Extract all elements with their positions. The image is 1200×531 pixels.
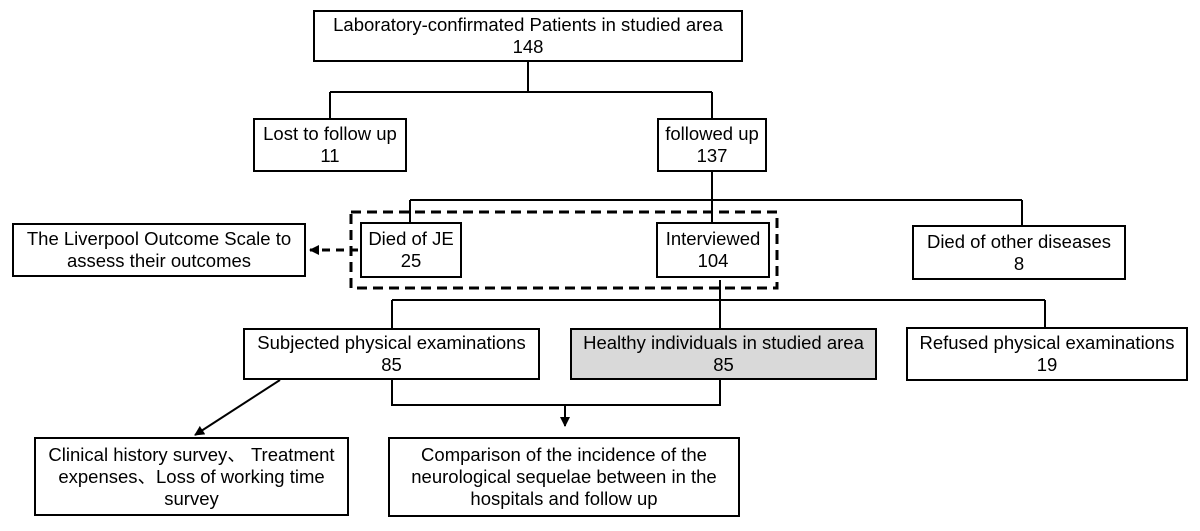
died-other-title: Died of other diseases	[926, 230, 1112, 252]
refused-exam-count: 19	[1036, 354, 1058, 375]
liverpool-scale-node: The Liverpool Outcome Scale to assess th…	[12, 223, 306, 277]
healthy-individuals-count: 85	[713, 354, 734, 375]
lost-follow-up-count: 11	[320, 145, 340, 166]
subjected-exam-node: Subjected physical examinations 85	[243, 328, 540, 380]
died-je-title: Died of JE	[368, 228, 454, 249]
healthy-individuals-title: Healthy individuals in studied area	[583, 332, 864, 353]
interviewed-count: 104	[697, 250, 729, 271]
arrow-to-clinical-history	[194, 379, 281, 436]
interviewed-node: Interviewed 104	[656, 222, 770, 278]
lab-confirmed-count: 148	[512, 36, 544, 57]
clinical-history-text: Clinical history survey、 Treatment expen…	[48, 443, 335, 509]
died-je-count: 25	[400, 250, 422, 271]
died-other-node: Died of other diseases 8	[912, 225, 1126, 280]
died-other-count: 8	[1013, 252, 1025, 274]
followed-up-count: 137	[696, 145, 728, 166]
clinical-history-node: Clinical history survey、 Treatment expen…	[34, 437, 349, 516]
liverpool-scale-text: The Liverpool Outcome Scale to assess th…	[26, 228, 292, 271]
healthy-individuals-node: Healthy individuals in studied area 85	[570, 328, 877, 380]
died-je-node: Died of JE 25	[360, 222, 462, 278]
connector-comparison-bracket	[391, 380, 721, 406]
followed-up-title: followed up	[665, 123, 759, 144]
refused-exam-node: Refused physical examinations 19	[906, 327, 1188, 381]
lab-confirmed-node: Laboratory-confirmated Patients in studi…	[313, 10, 743, 62]
lab-confirmed-title: Laboratory-confirmated Patients in studi…	[333, 14, 723, 35]
refused-exam-title: Refused physical examinations	[919, 332, 1175, 353]
followed-up-node: followed up 137	[657, 118, 767, 172]
lost-follow-up-node: Lost to follow up 11	[253, 118, 407, 172]
subjected-exam-title: Subjected physical examinations	[257, 332, 526, 353]
comparison-text: Comparison of the incidence of the neuro…	[411, 444, 717, 509]
interviewed-title: Interviewed	[665, 228, 761, 249]
subjected-exam-count: 85	[381, 354, 402, 375]
comparison-node: Comparison of the incidence of the neuro…	[388, 437, 740, 517]
lost-follow-up-title: Lost to follow up	[263, 123, 397, 144]
